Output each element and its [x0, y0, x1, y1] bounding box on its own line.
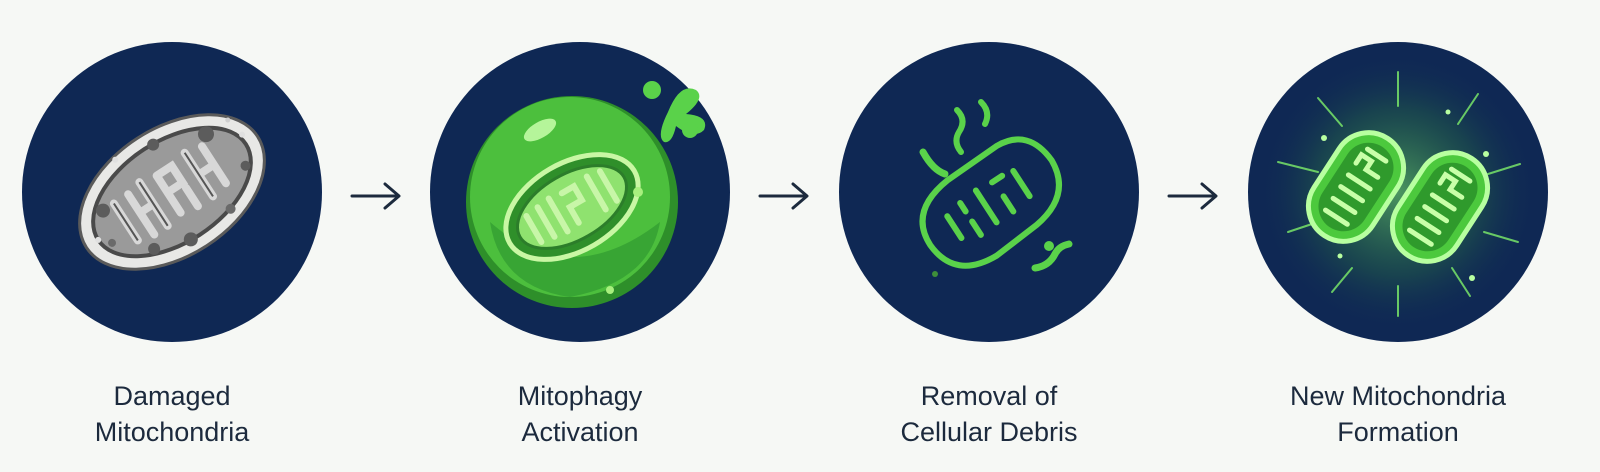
step-label-line: Mitophagy — [517, 381, 643, 411]
damaged-mitochondria-icon — [78, 113, 266, 271]
step-label-line: Formation — [1337, 417, 1459, 447]
arrow-right-icon — [1166, 181, 1220, 211]
mitophagy-activation-icon — [466, 81, 706, 308]
step-label-line: Removal of — [920, 381, 1058, 411]
step-label-damaged-mitochondria: Damaged Mitochondria — [7, 378, 337, 450]
step-label-line: Activation — [521, 417, 639, 447]
step-label-debris-removal: Removal of Cellular Debris — [824, 378, 1154, 450]
step-label-new-mitochondria: New Mitochondria Formation — [1233, 378, 1563, 450]
stage-mitophagy-activation — [430, 42, 730, 342]
debris-removal-icon — [919, 99, 1073, 277]
stage-debris-removal — [839, 42, 1139, 342]
step-label-line: Cellular Debris — [900, 417, 1078, 447]
step-label-line: New Mitochondria — [1289, 381, 1507, 411]
stage-damaged-mitochondria — [22, 42, 322, 342]
arrow-right-icon — [349, 181, 403, 211]
step-label-line: Damaged — [113, 381, 231, 411]
arrow-right-icon — [757, 181, 811, 211]
new-mitochondria-icon — [1258, 52, 1538, 332]
stage-new-mitochondria — [1248, 42, 1548, 342]
step-label-mitophagy-activation: Mitophagy Activation — [415, 378, 745, 450]
step-label-line: Mitochondria — [94, 417, 250, 447]
